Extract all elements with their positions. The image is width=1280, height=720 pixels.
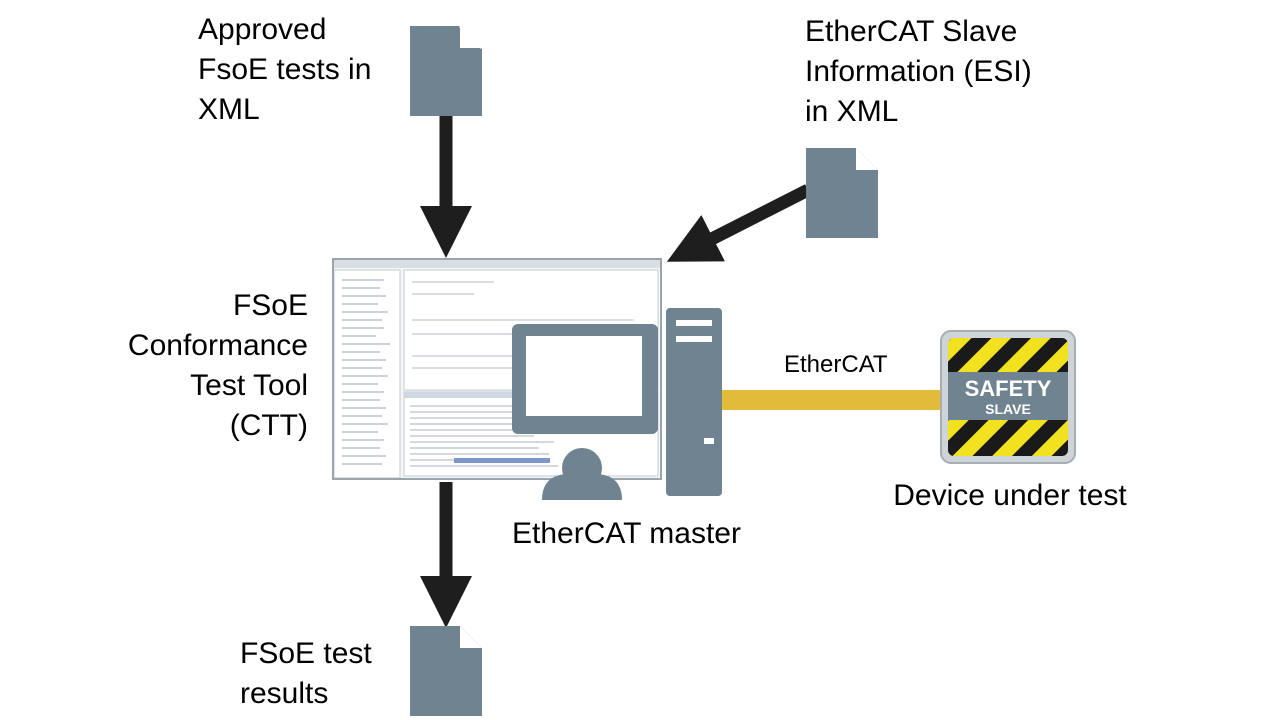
label-ethercat-link: EtherCAT — [784, 351, 888, 378]
document-icon — [410, 24, 484, 116]
safety-title: SAFETY — [965, 376, 1052, 401]
monitor-icon — [512, 324, 658, 434]
label-esi: EtherCAT Slave Information (ESI) in XML — [805, 15, 1032, 128]
ethercat-cable — [722, 390, 942, 410]
safety-slave-icon: SAFETY SLAVE — [940, 330, 1076, 464]
arrow-esi-to-ctt — [666, 184, 811, 262]
user-icon — [542, 444, 622, 500]
label-results: FSoE test results — [240, 637, 372, 710]
ethercat-master — [512, 308, 722, 500]
label-master: EtherCAT master — [512, 517, 741, 550]
label-approved-tests: Approved FsoE tests in XML — [198, 13, 372, 126]
document-icon — [410, 626, 482, 716]
label-ctt: FSoE Conformance Test Tool (CTT) — [127, 289, 308, 442]
label-dut: Device under test — [893, 479, 1127, 512]
safety-subtitle: SLAVE — [985, 401, 1031, 417]
document-icon — [806, 148, 878, 238]
tower-icon — [666, 308, 722, 496]
